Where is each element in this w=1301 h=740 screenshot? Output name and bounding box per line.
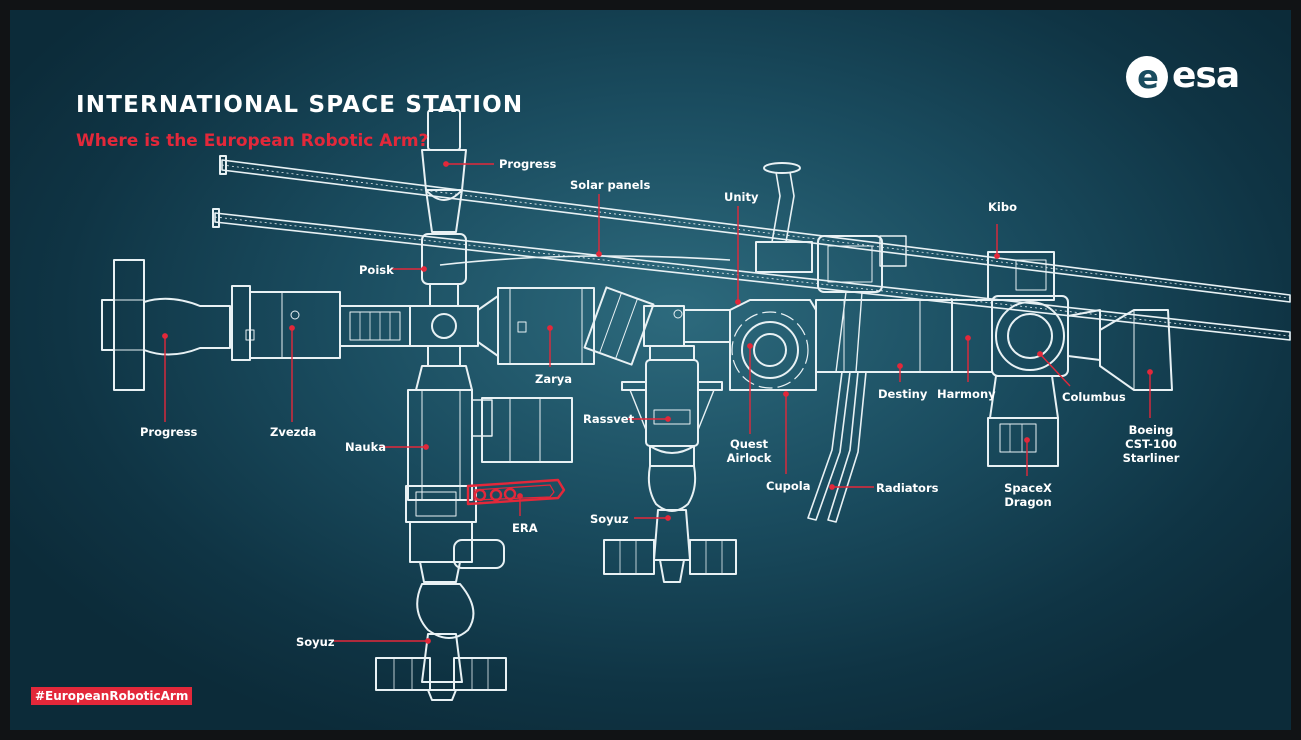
zvezda-module	[231, 285, 411, 361]
label-rassvet: Rassvet	[583, 412, 635, 426]
label-soyuz-mid: Soyuz	[590, 512, 629, 526]
label-boeing-line2: CST-100	[1125, 437, 1177, 451]
spacex-dragon-capsule	[987, 375, 1059, 467]
label-boeing-line3: Starliner	[1122, 451, 1180, 465]
label-zvezda: Zvezda	[270, 425, 317, 439]
unity-node	[729, 162, 817, 391]
page-subtitle: Where is the European Robotic Arm?	[76, 131, 429, 151]
esa-logo-mark: e	[1137, 58, 1159, 96]
infographic-frame: INTERNATIONAL SPACE STATION Where is the…	[10, 10, 1291, 730]
nauka-module	[405, 365, 573, 583]
label-boeing-line1: Boeing	[1128, 423, 1174, 437]
label-zarya: Zarya	[535, 372, 573, 386]
esa-logo-text: esa	[1172, 55, 1240, 96]
label-unity: Unity	[724, 190, 759, 204]
label-spacex-dragon: SpaceX Dragon	[1000, 481, 1056, 509]
label-columbus: Columbus	[1062, 390, 1126, 404]
label-quest-airlock-line2: Airlock	[726, 451, 772, 465]
label-spacex-line1: SpaceX	[1004, 481, 1052, 495]
label-kibo: Kibo	[988, 200, 1017, 214]
page-title: INTERNATIONAL SPACE STATION	[76, 92, 524, 118]
progress-top-module	[421, 109, 467, 233]
label-cupola: Cupola	[766, 479, 811, 493]
iss-diagram	[101, 109, 1291, 701]
destiny-module	[815, 235, 953, 373]
zvezda-node	[409, 305, 479, 367]
label-progress-left: Progress	[140, 425, 198, 439]
label-era: ERA	[512, 521, 538, 535]
label-quest-airlock: Quest Airlock	[722, 437, 776, 465]
kibo-module	[987, 251, 1055, 301]
label-destiny: Destiny	[878, 387, 928, 401]
label-boeing-starliner: Boeing CST-100 Starliner	[1120, 423, 1182, 465]
radiators	[807, 291, 867, 523]
label-soyuz-bottom: Soyuz	[296, 635, 335, 649]
label-radiators: Radiators	[876, 481, 939, 495]
boeing-starliner-capsule	[1099, 309, 1173, 391]
progress-left-module	[101, 259, 231, 391]
label-spacex-line2: Dragon	[1004, 495, 1052, 509]
zarya-module	[477, 286, 731, 366]
label-leaders	[162, 161, 1153, 644]
label-nauka: Nauka	[345, 440, 386, 454]
label-poisk: Poisk	[359, 263, 394, 277]
soyuz-bottom-module	[375, 583, 507, 701]
label-progress-top: Progress	[499, 157, 557, 171]
label-quest-airlock-line1: Quest	[729, 437, 769, 451]
hashtag-badge: #EuropeanRoboticArm	[31, 687, 193, 705]
esa-logo: e esa	[1126, 55, 1256, 100]
esa-logo-circle: e	[1126, 56, 1168, 98]
label-solar-panels: Solar panels	[570, 178, 651, 192]
solar-panels	[212, 155, 1291, 341]
era-robotic-arm	[466, 478, 566, 506]
soyuz-mid-module	[603, 465, 737, 583]
rassvet-module	[621, 345, 723, 467]
label-harmony: Harmony	[937, 387, 996, 401]
